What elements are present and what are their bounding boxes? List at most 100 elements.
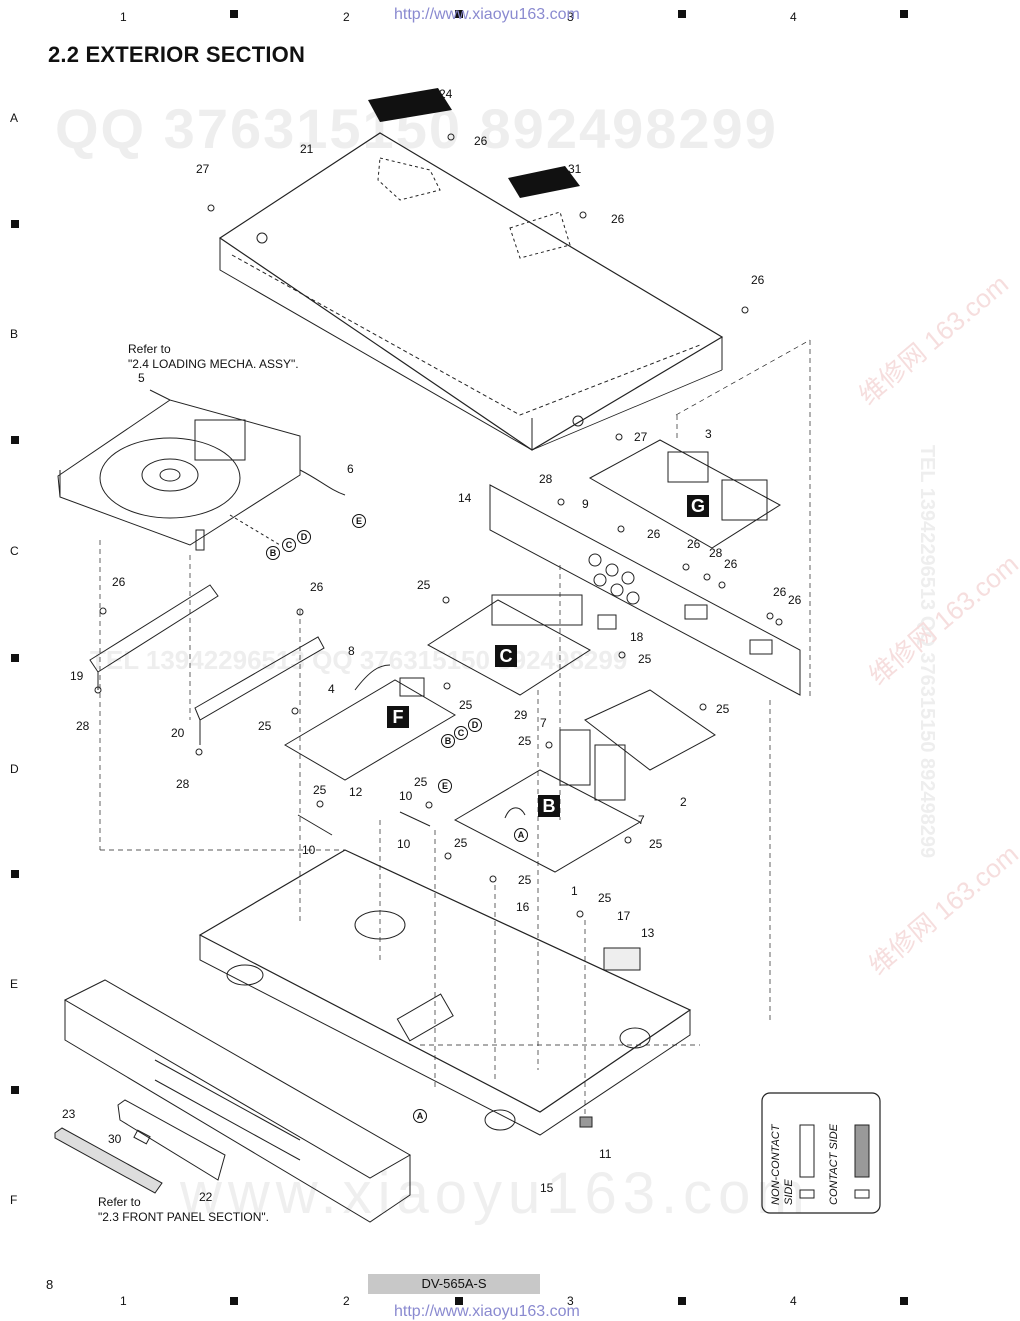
- part-label: 14: [458, 491, 472, 505]
- board-label-g: G: [687, 495, 709, 517]
- part-label: 10: [399, 789, 413, 803]
- part-label: 25: [649, 837, 663, 851]
- refer-loading-note: Refer to "2.4 LOADING MECHA. ASSY".: [128, 342, 299, 372]
- grid-row-c: C: [10, 544, 19, 558]
- part-label: 11: [599, 1147, 612, 1161]
- grid-marker: [11, 436, 19, 444]
- legend-non-contact: NON-CONTACT SIDE: [770, 1125, 796, 1205]
- part-label: 23: [62, 1107, 76, 1121]
- legend-contact-line1: CONTACT SIDE: [828, 1123, 840, 1205]
- part-label: 25: [417, 578, 431, 592]
- part-label: 20: [171, 726, 185, 740]
- part-label: 27: [196, 162, 210, 176]
- part-label: 1: [571, 884, 578, 898]
- part-label: 10: [397, 837, 411, 851]
- grid-col-4-bottom: 4: [790, 1294, 797, 1308]
- grid-marker: [230, 10, 238, 18]
- part-label: 25: [716, 702, 730, 716]
- guide-lines: [99, 339, 811, 1115]
- connector-d-mid: D: [468, 718, 482, 732]
- part-label: 25: [598, 891, 612, 905]
- part-label: 26: [112, 575, 126, 589]
- grid-marker: [11, 654, 19, 662]
- grid-marker: [678, 1297, 686, 1305]
- rod-10b: [399, 811, 431, 827]
- grid-col-3-top: 3: [567, 10, 574, 24]
- part-label: 17: [617, 909, 631, 923]
- refer-loading-line2: "2.4 LOADING MECHA. ASSY".: [128, 357, 299, 371]
- refer-front-line2: "2.3 FRONT PANEL SECTION".: [98, 1210, 269, 1224]
- url-watermark-bottom: http://www.xiaoyu163.com: [394, 1303, 580, 1320]
- connector-a-bottom: A: [413, 1109, 427, 1123]
- board-2: [584, 689, 716, 771]
- part-label: 18: [630, 630, 644, 644]
- part-label: 26: [687, 537, 701, 551]
- part-label: 26: [611, 212, 625, 226]
- part-18: [597, 614, 617, 630]
- screws: [94, 133, 783, 918]
- connector-d-top: D: [297, 530, 311, 544]
- part-label: 8: [348, 644, 355, 658]
- board-label-c: C: [495, 645, 517, 667]
- bracket-19: [89, 584, 219, 690]
- part-label: 3: [705, 427, 712, 441]
- board-c: [427, 594, 591, 696]
- connector-c-mid: C: [454, 726, 468, 740]
- grid-col-1-bottom: 1: [120, 1294, 127, 1308]
- part-label: 25: [518, 734, 532, 748]
- part-label: 25: [459, 698, 473, 712]
- part-label: 13: [641, 926, 655, 940]
- grid-row-b: B: [10, 327, 19, 341]
- board-f: [284, 664, 456, 781]
- connector-a-mid: A: [514, 828, 528, 842]
- part-label: 12: [349, 785, 363, 799]
- refer-front-line1: Refer to: [98, 1195, 141, 1209]
- grid-marker: [900, 1297, 908, 1305]
- grid-row-f: F: [10, 1193, 18, 1207]
- rod-10: [297, 814, 333, 836]
- grid-col-3-bottom: 3: [567, 1294, 574, 1308]
- refer-front-note: Refer to "2.3 FRONT PANEL SECTION".: [98, 1195, 269, 1225]
- grid-marker: [455, 10, 463, 18]
- part-label: 30: [108, 1132, 122, 1146]
- part-label: 31: [568, 162, 582, 176]
- part-label: 28: [709, 546, 723, 560]
- part-label: 16: [516, 900, 530, 914]
- part-label: 27: [634, 430, 648, 444]
- grid-marker: [900, 10, 908, 18]
- part-label: 5: [138, 371, 145, 385]
- part-label: 26: [724, 557, 738, 571]
- window-23: [54, 1127, 163, 1194]
- part-label: 28: [539, 472, 553, 486]
- grid-marker: [11, 870, 19, 878]
- part-label: 25: [454, 836, 468, 850]
- part-label: 9: [582, 497, 589, 511]
- legend-contact: CONTACT SIDE: [828, 1124, 841, 1205]
- legend-non-contact-line2: SIDE: [783, 1179, 795, 1205]
- grid-marker: [455, 1297, 463, 1305]
- watermark-bottom: www.xiaoyu163.com: [180, 1161, 811, 1226]
- legend-box: [761, 1092, 881, 1214]
- part-label: 25: [518, 873, 532, 887]
- part-label: 25: [313, 783, 327, 797]
- part-label: 22: [199, 1190, 213, 1204]
- part-label: 26: [647, 527, 661, 541]
- connector-e-mid: E: [438, 779, 452, 793]
- legend-non-contact-line1: NON-CONTACT: [770, 1124, 782, 1205]
- part-label: 28: [76, 719, 90, 733]
- part-label: 26: [310, 580, 324, 594]
- part-label: 7: [540, 716, 547, 730]
- part-label: 26: [751, 273, 765, 287]
- label-31: [508, 166, 580, 198]
- grid-col-4-top: 4: [790, 10, 797, 24]
- grid-marker: [11, 220, 19, 228]
- watermark-tel-mid: TEL 13942296513 QQ 376315150 892498299: [90, 645, 628, 675]
- section-title: 2.2 EXTERIOR SECTION: [48, 42, 306, 67]
- connector-e-top: E: [352, 514, 366, 528]
- grid-col-2-top: 2: [343, 10, 350, 24]
- part-label: 4: [328, 682, 335, 696]
- connector-b-top: B: [266, 546, 280, 560]
- connector-c-top: C: [282, 538, 296, 552]
- page-number: 8: [46, 1277, 54, 1292]
- connector-b-mid: B: [441, 734, 455, 748]
